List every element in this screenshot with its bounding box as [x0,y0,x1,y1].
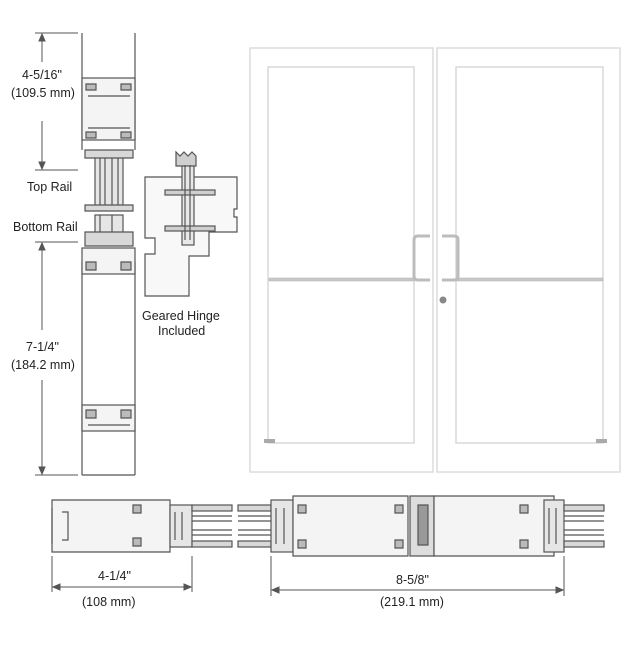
right-label-plate [596,439,607,443]
stile-width-dimension [51,556,193,592]
geared-hinge-illustration [144,150,238,297]
lock-cylinder [439,296,447,304]
bottom-rail-height-label: 7-1/4" [26,340,59,354]
right-push-bar [456,277,604,282]
bottom-rail-dimension [35,241,78,476]
geared-hinge-label-line2: Included [158,324,205,338]
left-door-glass [267,66,415,444]
right-pull-handle [442,234,460,282]
stile-width-label: 4-1/4" [98,569,131,583]
top-rail-height-label: 4-5/16" [22,68,62,82]
bottom-rail-height-mm-label: (184.2 mm) [11,358,75,372]
right-door-glass [455,66,604,444]
left-label-plate [264,439,275,443]
geared-hinge-label-line1: Geared Hinge [142,309,220,323]
door-elevation [249,47,621,473]
top-rail-height-mm-label: (109.5 mm) [11,86,75,100]
stile-width-mm-label: (108 mm) [82,595,135,609]
left-push-bar [268,277,415,282]
meeting-stiles-width-mm-label: (219.1 mm) [380,595,444,609]
left-pull-handle [412,234,430,282]
plan-section-left-stile [51,499,233,553]
meeting-stiles-width-dimension [270,556,565,596]
bottom-rail-label: Bottom Rail [13,220,78,234]
plan-section-meeting-stiles [237,495,605,557]
top-rail-dimension [35,32,78,171]
top-rail-label: Top Rail [27,180,72,194]
meeting-stiles-width-label: 8-5/8" [396,573,429,587]
vertical-rail-section [81,33,136,476]
